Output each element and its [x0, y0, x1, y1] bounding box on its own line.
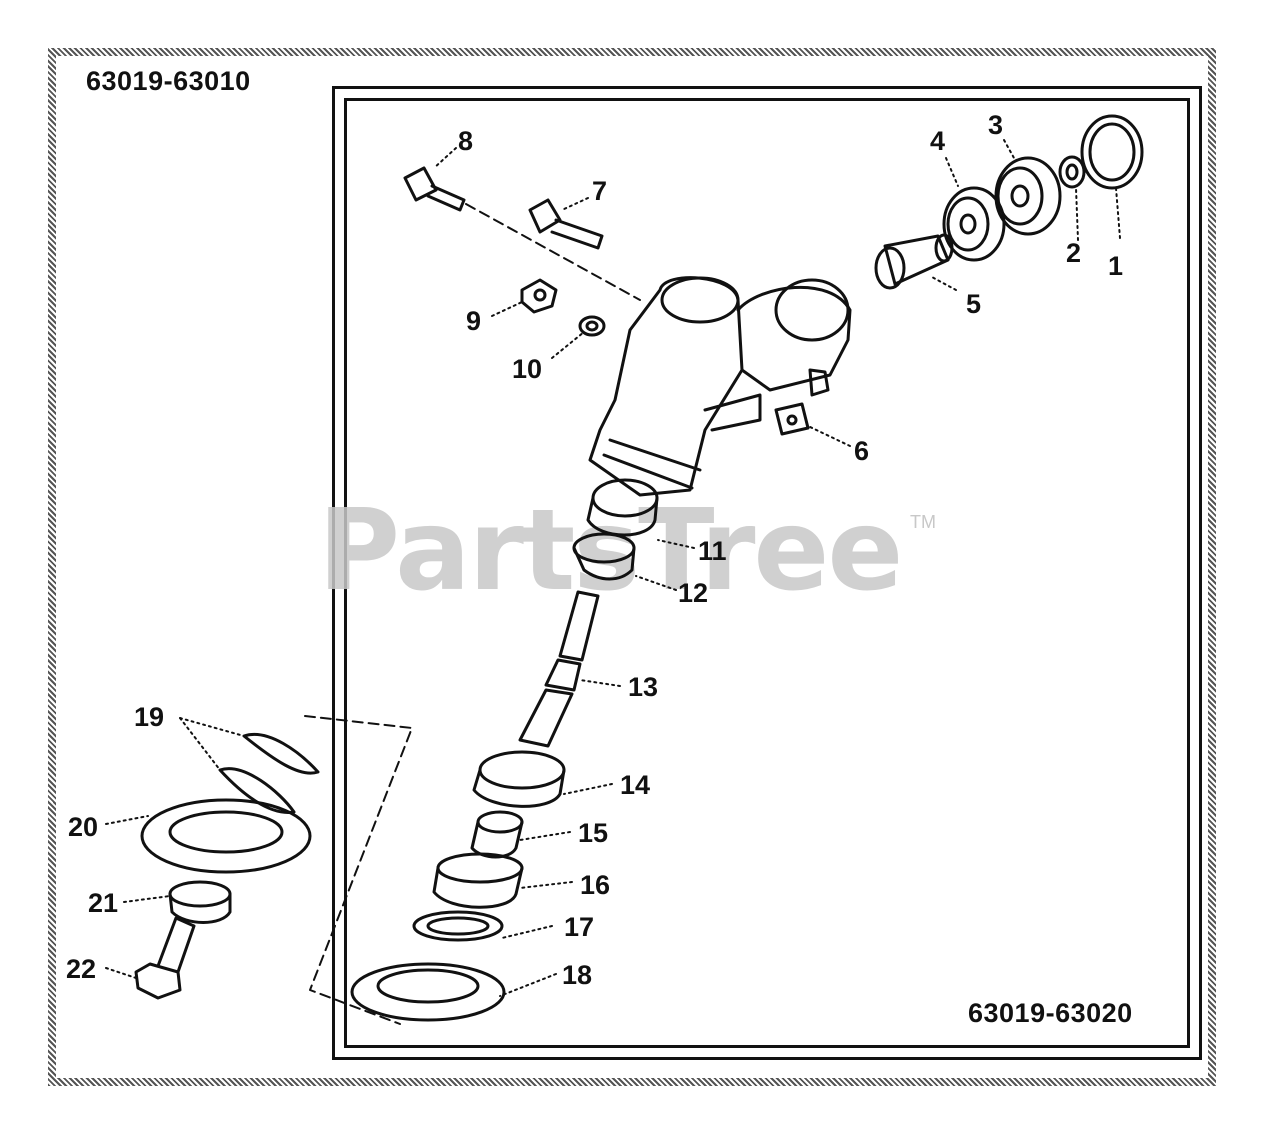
callout-16: 16	[580, 870, 610, 900]
callout-6: 6	[854, 436, 869, 466]
part-8-bolt[interactable]	[403, 166, 466, 212]
part-15-collar[interactable]	[470, 810, 524, 859]
part-5-pinion-gear[interactable]	[874, 233, 954, 290]
part-7-bolt[interactable]	[528, 198, 604, 250]
callout-1: 1	[1108, 251, 1123, 281]
part-19-adapters[interactable]	[218, 733, 320, 814]
diagram-code-bottom: 63019-63020	[968, 998, 1133, 1028]
callout-2: 2	[1066, 238, 1081, 268]
inset-frame	[332, 86, 1202, 1060]
callout-11: 11	[698, 536, 727, 566]
part-16-seal[interactable]	[432, 852, 524, 909]
callout-22: 22	[66, 954, 96, 984]
callout-21: 21	[88, 888, 118, 918]
part-3-bearing[interactable]	[994, 156, 1062, 236]
part-1-snap-ring[interactable]	[1080, 114, 1144, 190]
part-9-nut[interactable]	[520, 278, 558, 314]
part-12-bevel-gear[interactable]	[572, 532, 636, 581]
part-4-bearing[interactable]	[942, 186, 1006, 262]
callout-17: 17	[564, 912, 594, 942]
part-21-nut[interactable]	[168, 880, 232, 924]
part-14-bearing[interactable]	[472, 750, 566, 808]
callout-8: 8	[458, 126, 473, 156]
callout-20: 20	[68, 812, 98, 842]
gear-case-housing[interactable]	[588, 276, 852, 497]
part-11-bearing[interactable]	[586, 478, 659, 537]
part-18-blade-holder[interactable]	[350, 962, 506, 1022]
watermark: PartsTree	[318, 486, 903, 616]
watermark-trademark: TM	[910, 512, 936, 532]
part-10-washer[interactable]	[578, 315, 606, 337]
callout-13: 13	[628, 672, 658, 702]
callout-12: 12	[678, 578, 708, 608]
part-20-outer-plate[interactable]	[140, 798, 312, 874]
part-6-bracket[interactable]	[774, 402, 810, 436]
leader-lines	[105, 139, 1121, 997]
callout-7: 7	[592, 176, 607, 206]
part-13-shaft[interactable]	[518, 590, 600, 748]
callout-19: 19	[134, 702, 164, 732]
callout-5: 5	[966, 289, 981, 319]
callout-14: 14	[620, 770, 650, 800]
assembly-lines	[304, 203, 641, 1025]
callout-10: 10	[512, 354, 542, 384]
callout-9: 9	[466, 306, 481, 336]
part-17-spring-washer[interactable]	[412, 910, 504, 942]
callout-18: 18	[562, 960, 592, 990]
callout-3: 3	[988, 110, 1003, 140]
callout-15: 15	[578, 818, 608, 848]
part-2-washer[interactable]	[1058, 155, 1086, 189]
callout-4: 4	[930, 126, 945, 156]
inset-frame-inner	[344, 98, 1190, 1048]
diagram-code-top: 63019-63010	[86, 66, 251, 96]
part-22-bolt[interactable]	[134, 916, 196, 1000]
